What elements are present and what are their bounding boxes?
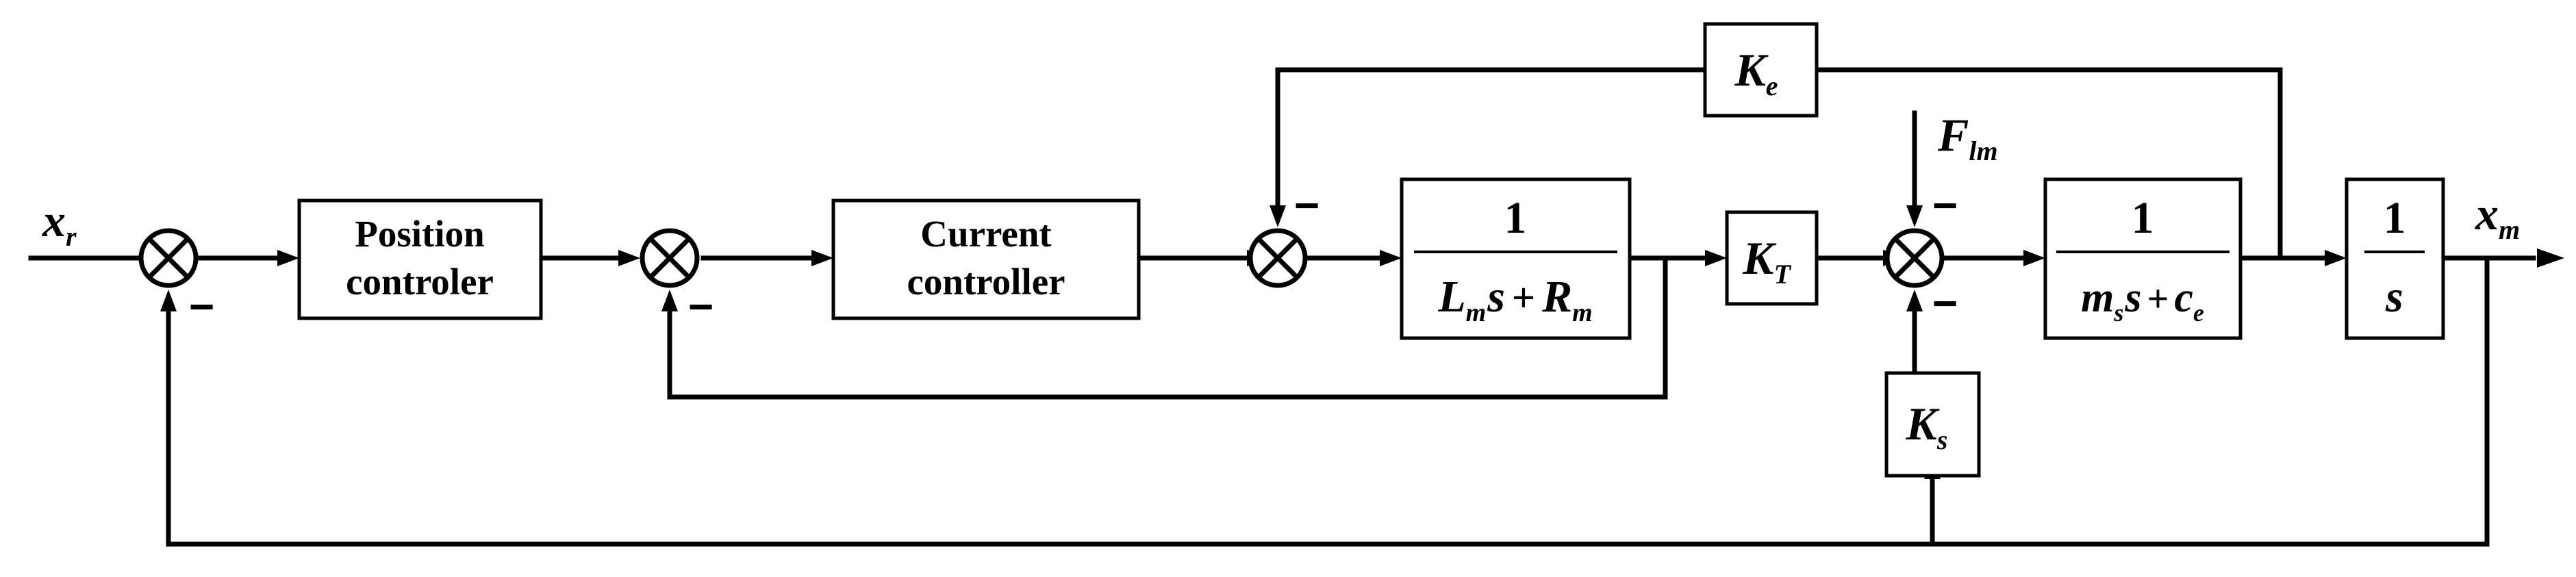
minus-sign-sum4-top: − [1932,181,1958,230]
arrow-into-curctrl [811,250,833,266]
position-controller-line1: Position [355,213,484,255]
current-controller-line2: controller [907,261,1065,303]
current-controller-line1: Current [920,213,1052,255]
arrow-into-sum2 [618,250,640,266]
position-controller-line2: controler [346,261,494,303]
integrator-block: 1 s [2345,177,2445,340]
mechanical-transfer-block: 1 mss+ce [2043,177,2243,340]
minus-sign-sum2: − [688,282,714,331]
wire-back-emf-feedback [1814,67,2283,261]
wires [28,67,2536,547]
sum-junction-3 [1248,228,1308,288]
arrow-disturbance [1906,205,1923,227]
minus-sign-sum1: − [189,282,214,331]
disturbance-signal-label: Flm [1937,109,1998,166]
back-emf-gain-block: Ke [1703,22,1819,118]
arrow-output [2537,248,2564,268]
arrow-into-int [2325,250,2347,266]
minus-sign-sum3: − [1294,181,1319,230]
output-signal-label: xm [2475,188,2520,245]
sum-junction-1 [138,228,199,288]
wire-position-feedback [166,255,2490,547]
arrow-into-elec [1380,250,1402,266]
sum-junction-2 [640,228,700,288]
arrow-back-emf [1270,205,1286,227]
mechanical-denominator: mss+ce [2081,274,2204,326]
arrow-into-mech [2023,250,2045,266]
current-controller-block: Current controller [831,198,1141,320]
electrical-denominator: Lms+Rm [1437,272,1592,327]
sum-junction-4 [1884,228,1945,288]
input-signal-label: xr [42,194,77,252]
minus-sign-sum4-bottom: − [1932,279,1958,328]
torque-gain-label: KT [1742,232,1791,290]
position-controller-block: Position controler [297,198,543,320]
mechanical-numerator: 1 [2132,193,2154,243]
torque-gain-block: KT [1725,210,1819,306]
integrator-numerator: 1 [2384,193,2406,243]
arrow-into-posctrl [277,250,299,266]
stiffness-gain-block: Ks [1884,371,1981,478]
wire-current-feedback [667,255,1668,400]
arrow-ks-into-sum4 [1906,290,1923,311]
electrical-numerator: 1 [1504,193,1527,243]
electrical-transfer-block: 1 Lms+Rm [1400,177,1632,340]
integrator-denominator: s [2385,272,2403,322]
stiffness-gain-label: Ks [1906,398,1948,455]
arrow-position-feedback [160,290,177,311]
arrow-into-kt [1705,250,1727,266]
arrow-current-feedback [661,290,678,311]
wire-back-emf-return [1275,67,1708,211]
back-emf-gain-label: Ke [1734,44,1778,101]
